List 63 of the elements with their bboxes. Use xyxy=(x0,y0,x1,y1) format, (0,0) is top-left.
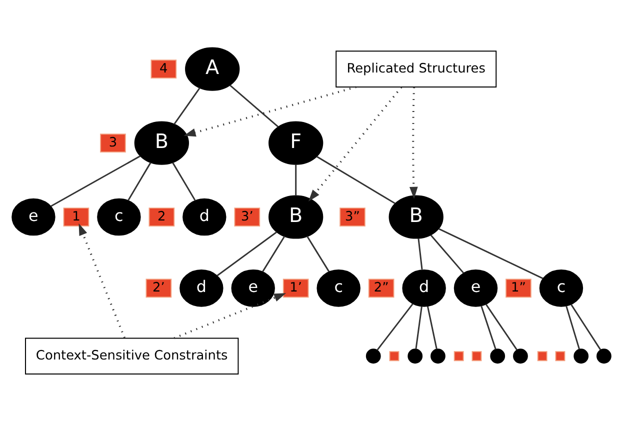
connector xyxy=(438,228,544,280)
node-box: 4 xyxy=(150,60,177,78)
node-box xyxy=(537,351,548,362)
node-box xyxy=(555,351,566,362)
connector xyxy=(430,234,464,274)
arrow xyxy=(308,86,402,202)
node-box xyxy=(389,351,400,362)
node-ellipse: B xyxy=(388,195,444,239)
connector xyxy=(174,87,200,125)
node-box: 1 xyxy=(63,208,90,226)
node-ellipse: c xyxy=(97,198,141,236)
node-box: 1’ xyxy=(282,278,309,298)
connector xyxy=(316,156,396,204)
connector xyxy=(306,236,330,272)
node-box: Replicated Structures xyxy=(336,50,497,88)
node-box xyxy=(472,351,482,362)
node-box: 3” xyxy=(340,208,366,226)
node-circle xyxy=(574,348,589,364)
node-box: 3 xyxy=(100,134,126,152)
node-circle xyxy=(366,348,381,364)
node-circle xyxy=(513,348,528,364)
node-box: 2 xyxy=(148,208,175,226)
node-box: 2’ xyxy=(146,278,172,298)
connector xyxy=(172,162,196,201)
arrow xyxy=(78,223,126,338)
node-ellipse: F xyxy=(268,121,324,165)
connector xyxy=(486,304,518,350)
node-ellipse: c xyxy=(539,270,584,307)
node-circle xyxy=(596,348,612,364)
connector xyxy=(570,304,602,350)
node-ellipse: d xyxy=(180,270,224,307)
arrow xyxy=(409,87,418,199)
connector xyxy=(480,306,496,350)
arrow xyxy=(184,86,356,137)
node-ellipse: d xyxy=(402,270,446,307)
node-box: 1” xyxy=(506,278,532,298)
node-circle xyxy=(490,348,506,364)
connector xyxy=(376,303,414,351)
node-box: 2” xyxy=(368,278,394,298)
node-circle xyxy=(408,348,423,364)
node-box: Context-Sensitive Constraints xyxy=(25,338,239,375)
node-ellipse: A xyxy=(185,47,240,91)
connector xyxy=(262,236,286,272)
node-ellipse: e xyxy=(12,198,56,236)
node-ellipse: B xyxy=(134,121,189,165)
node-box: 3’ xyxy=(234,208,260,226)
connector xyxy=(128,162,152,201)
node-ellipse: B xyxy=(268,195,324,239)
node-box xyxy=(454,351,464,362)
node-ellipse: e xyxy=(231,270,275,307)
node-circle xyxy=(430,348,446,364)
connector xyxy=(216,231,278,276)
connector xyxy=(418,238,423,270)
connector xyxy=(230,84,279,128)
node-ellipse: d xyxy=(182,198,226,236)
connector xyxy=(415,306,422,350)
connector xyxy=(50,155,141,207)
node-ellipse: c xyxy=(316,270,360,307)
arrow xyxy=(174,293,286,340)
connector xyxy=(566,306,580,350)
connector xyxy=(295,164,297,196)
connector xyxy=(426,306,438,350)
node-ellipse: e xyxy=(454,270,498,307)
